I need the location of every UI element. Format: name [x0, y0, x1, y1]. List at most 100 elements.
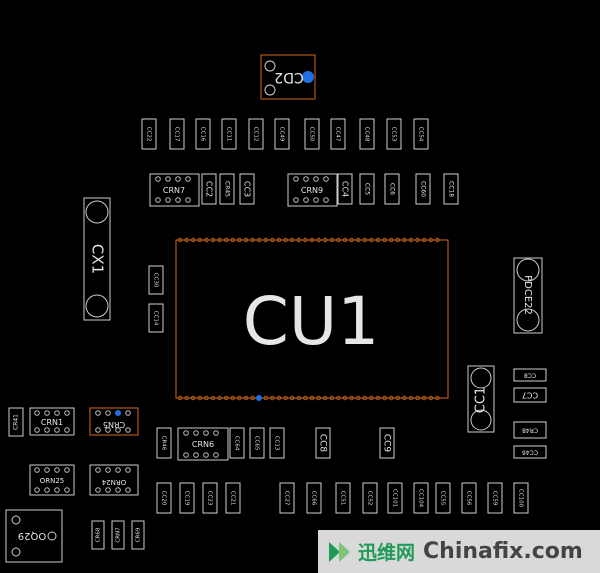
cu1-pin: [422, 237, 427, 243]
capacitor-cc50: CC50: [304, 118, 320, 150]
cc56-label: CC56: [466, 491, 472, 506]
orn25-label: ORN25: [40, 477, 65, 485]
cu1-pin: [402, 237, 407, 243]
cc64-label: CC64: [234, 436, 240, 451]
cc27-label: CC27: [284, 491, 290, 506]
cu1-pin: [263, 237, 268, 243]
capacitor-cc22: CC22: [141, 118, 157, 150]
cc23-label: CC23: [207, 491, 213, 506]
cc16-label: CC16: [200, 127, 206, 142]
cu1-pin: [323, 395, 328, 401]
cc54-label: CC54: [418, 127, 424, 142]
cu1-pin: [204, 237, 209, 243]
cc1-label: CC1: [474, 387, 489, 413]
cu1-pin: [382, 237, 387, 243]
cu1-pin: [356, 237, 361, 243]
crn5-label: CRN5: [103, 420, 125, 429]
cc11-label: CC11: [226, 127, 232, 142]
cu1-pin: [428, 395, 433, 401]
cu1-label: CU1: [243, 283, 379, 360]
watermark-english: Chinafix.com: [423, 539, 583, 564]
capacitor-cc20: CC20: [156, 482, 172, 514]
oq29-label: OQ29: [18, 530, 46, 541]
cu1-pin: [356, 395, 361, 401]
watermark-banner: 迅维网 Chinafix.com: [318, 530, 600, 573]
cu1-pin: [408, 395, 414, 401]
crn1-label: CRN1: [41, 418, 63, 427]
capacitor-cc65: CC65: [249, 427, 265, 459]
cu1-pin: [204, 395, 209, 401]
cu1-pin: [303, 237, 308, 243]
capacitor-cc51: CC51: [335, 482, 351, 514]
resistor-crn7-bottom: CRN7: [111, 520, 125, 550]
capacitor-cc49: CC49: [274, 118, 290, 150]
cu1-pin: [270, 395, 275, 401]
capacitor-cc18: CC18: [443, 173, 459, 205]
cr48-label: CR48: [522, 427, 538, 434]
cu1-pin: [197, 237, 202, 243]
cc51-label: CC51: [340, 491, 346, 506]
component-cu1: CU1: [175, 237, 449, 401]
cc66-label: CC66: [311, 491, 317, 506]
cc6-label: CC6: [389, 183, 396, 195]
cu1-pin: [336, 395, 341, 401]
resistor-cr69: CR69: [131, 520, 145, 550]
cc8-label: CC8: [524, 372, 536, 379]
capacitor-cc56: CC56: [461, 482, 477, 514]
cu1-pin: [230, 237, 235, 243]
cc8-label: CC8: [318, 434, 328, 453]
capacitor-cc23: CC23: [202, 482, 218, 514]
crn9-label: CRN9: [301, 186, 323, 195]
capacitor-cc27: CC27: [279, 482, 295, 514]
cu1-pin: [223, 237, 229, 243]
capacitor-cc8: CC8: [513, 368, 547, 382]
capacitor-cc11: CC11: [221, 118, 237, 150]
cu1-pin: [223, 395, 229, 401]
crn7-bottom-label: CRN7: [116, 527, 122, 543]
crn5-pin1-marker: [115, 410, 121, 416]
capacitor-cc59: CC59: [487, 482, 503, 514]
cr68-label: CR68: [96, 527, 102, 542]
cc49-label: CC49: [279, 127, 285, 142]
network-crn9: CRN9: [287, 173, 338, 207]
cr41-label: CR41: [13, 414, 20, 430]
cd2-label: CD2: [274, 69, 303, 85]
pdce22-label: PDCE22: [522, 275, 533, 315]
cu1-pin: [369, 237, 374, 243]
capacitor-cc16: CC16: [195, 118, 211, 150]
cr45-label: CR45: [224, 181, 231, 197]
cc104-label: CC104: [418, 489, 424, 508]
cu1-pin: [283, 237, 288, 243]
cc47-label: CC47: [335, 127, 341, 142]
capacitor-cc3: CC3: [239, 173, 255, 205]
cc53-label: CC53: [391, 127, 397, 142]
cc5-label: CC5: [364, 183, 371, 195]
cc52-label: CC52: [367, 491, 373, 506]
cu1-pin: [375, 237, 381, 243]
cu1-pin: [415, 395, 420, 401]
cu1-pin: [257, 237, 262, 243]
capacitor-cc4: CC4: [337, 173, 353, 205]
capacitor-cc53: CC53: [386, 118, 402, 150]
cc12-label: CC12: [253, 127, 259, 142]
cc22-label: CC22: [146, 127, 152, 142]
cu1-pin: [210, 395, 216, 401]
crn7-label: CRN7: [163, 186, 185, 195]
network-crn1: CRN1: [29, 407, 75, 436]
cu1-pin: [349, 237, 354, 243]
cc18-label: CC18: [448, 181, 455, 197]
capacitor-cr46: CR46: [156, 427, 172, 459]
cu1-pin: [309, 395, 315, 401]
cu1-pin: [435, 237, 440, 243]
cc19-label: CC19: [184, 491, 190, 506]
cx1-label: CX1: [89, 244, 107, 274]
network-orn25: ORN25: [29, 464, 75, 496]
cu1-pin: [250, 395, 255, 401]
capacitor-cc8: CC8: [315, 427, 331, 459]
cu1-pin: [316, 237, 321, 243]
capacitor-cc12: CC12: [248, 118, 264, 150]
